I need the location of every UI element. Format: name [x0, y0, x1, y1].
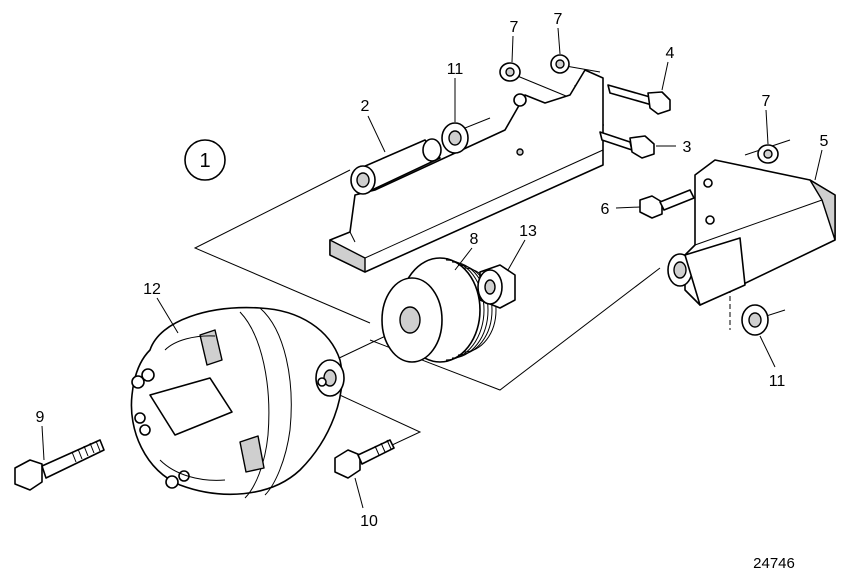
nut-part-7-c — [757, 144, 779, 164]
terminal-studs — [131, 368, 190, 489]
bolt-part-3 — [599, 131, 655, 159]
nut-part-7-b — [550, 54, 570, 74]
figure-number-badge: 1 — [184, 139, 226, 181]
callout-12: 12 — [143, 281, 161, 298]
drawing-reference-number: 24746 — [753, 555, 795, 572]
pulley-part-8 — [381, 257, 497, 363]
callout-11-b: 11 — [769, 373, 786, 390]
figure-circle — [184, 139, 226, 181]
pulley-nut-part-13 — [477, 264, 516, 309]
callout-6: 6 — [601, 201, 610, 218]
nut-part-7-a — [499, 62, 521, 82]
callout-10: 10 — [360, 513, 378, 530]
callout-labels: 2 3 4 5 6 7 7 7 8 9 10 11 11 12 13 — [36, 11, 829, 530]
callout-7-a: 7 — [510, 19, 519, 36]
long-bolt-part-9 — [14, 439, 105, 491]
leader-lines — [41, 27, 823, 509]
callout-7-b: 7 — [554, 11, 563, 28]
figure-number: 1 — [199, 150, 210, 172]
callout-13: 13 — [519, 223, 537, 240]
callout-5: 5 — [820, 133, 829, 150]
side-bracket-part-5 — [667, 159, 836, 306]
bolt-part-6 — [639, 189, 695, 219]
callout-8: 8 — [470, 231, 479, 248]
bolt-part-10 — [334, 439, 395, 479]
callout-4: 4 — [666, 45, 675, 62]
bolt-part-4 — [607, 84, 671, 115]
upper-bracket-part-2 — [329, 69, 604, 273]
flange-nut-part-11-b — [741, 304, 769, 336]
callout-11-a: 11 — [447, 61, 464, 78]
callout-3: 3 — [683, 139, 692, 156]
callout-9: 9 — [36, 409, 45, 426]
alternator-part-12 — [130, 306, 345, 499]
flange-nut-part-11-a — [441, 122, 469, 154]
callout-7-c: 7 — [762, 93, 771, 110]
callout-2: 2 — [361, 98, 370, 115]
